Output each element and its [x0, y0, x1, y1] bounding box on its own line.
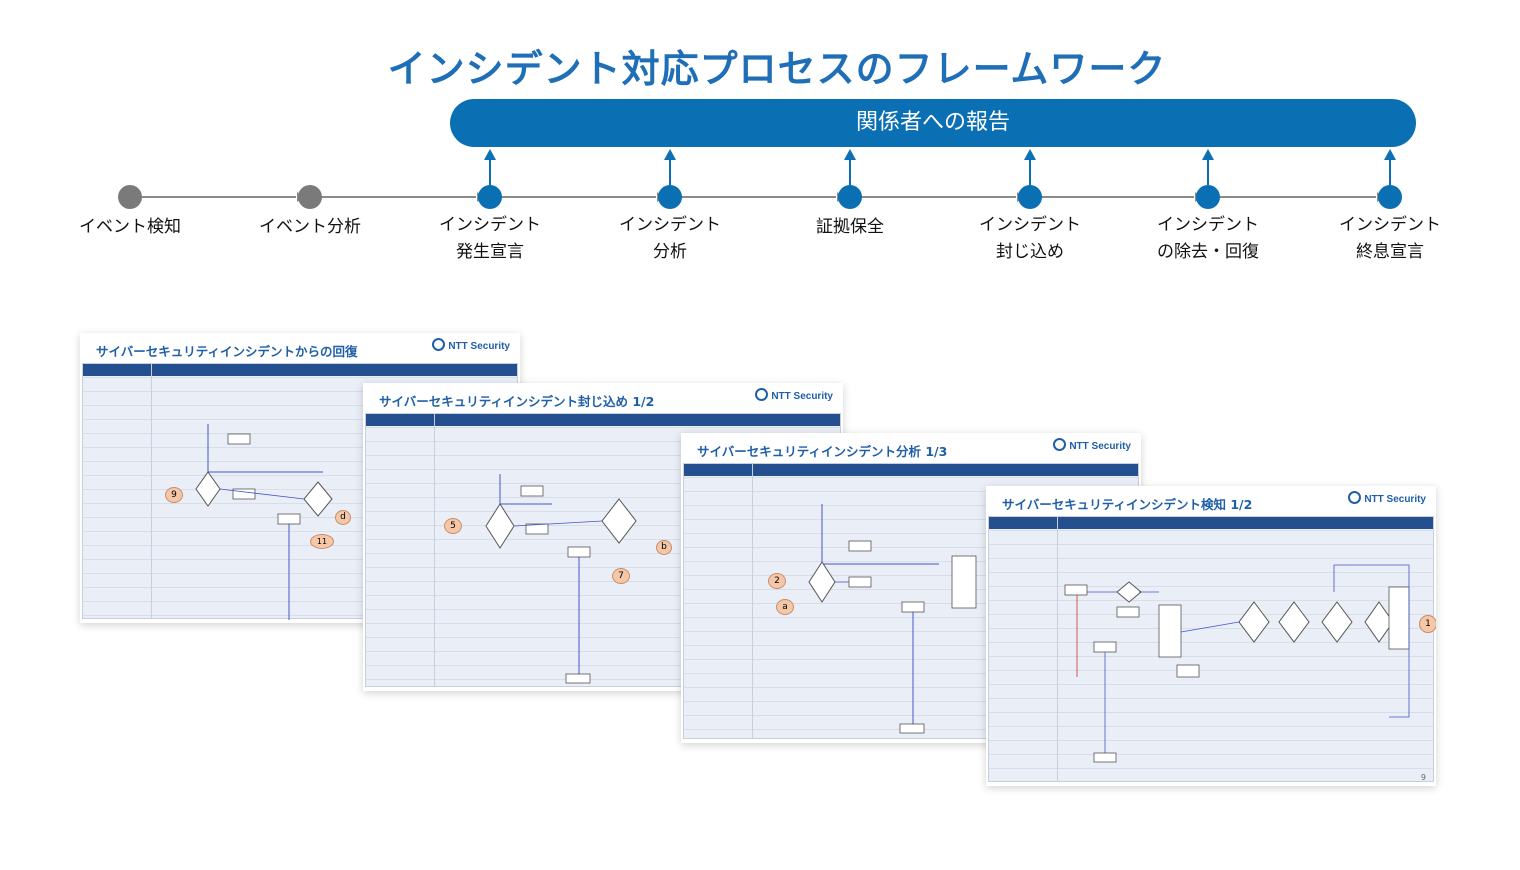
swimlane-grid: 1 — [988, 516, 1436, 782]
page-number: 9 — [1420, 773, 1426, 782]
report-arrowhead — [844, 149, 856, 160]
badge: 9 — [165, 487, 183, 503]
flowchart — [808, 504, 977, 734]
report-arrowhead — [1202, 149, 1214, 160]
badge: d — [335, 510, 351, 525]
timeline-node — [838, 185, 862, 209]
stakeholder-report-banner: 関係者への報告 — [450, 99, 1416, 147]
slide-title: サイバーセキュリティインシデント封じ込め 1/2 — [379, 394, 655, 409]
step-label-line1: イベント分析 — [259, 217, 361, 237]
timeline-node — [298, 185, 322, 209]
step-label-line1: 証拠保全 — [816, 217, 884, 237]
step-label: インシデント封じ込め — [945, 212, 1115, 266]
step-label: インシデント発生宣言 — [405, 212, 575, 266]
badge: b — [656, 540, 672, 555]
timeline-node — [658, 185, 682, 209]
badge: 5 — [444, 518, 462, 534]
timeline-node — [478, 185, 502, 209]
report-arrowhead — [664, 149, 676, 160]
step-label-line2: 終息宣言 — [1356, 242, 1424, 262]
flowchart — [485, 474, 637, 684]
step-label: イベント検知 — [45, 214, 215, 241]
badge: a — [776, 599, 794, 615]
step-label: 証拠保全 — [765, 214, 935, 241]
step-label-line2: の除去・回復 — [1157, 242, 1259, 262]
step-label: インシデント分析 — [585, 212, 755, 266]
ntt-security-logo: NTT Security — [1053, 438, 1131, 452]
badge: 1 — [1419, 615, 1436, 633]
step-label: インシデント終息宣言 — [1305, 212, 1475, 266]
slide-title: サイバーセキュリティインシデントからの回復 — [96, 344, 358, 359]
slide-title: サイバーセキュリティインシデント検知 1/2 — [1002, 497, 1253, 512]
step-label-line2: 発生宣言 — [456, 242, 524, 262]
slide-detection: サイバーセキュリティインシデント検知 1/2 NTT Security 1 9 — [986, 486, 1436, 786]
step-label: イベント分析 — [225, 214, 395, 241]
timeline-node — [1018, 185, 1042, 209]
step-label-line2: 封じ込め — [996, 242, 1064, 262]
badge: 7 — [612, 568, 630, 584]
ntt-security-logo: NTT Security — [1348, 491, 1426, 505]
step-label-line1: インシデント — [979, 215, 1081, 235]
ntt-security-logo: NTT Security — [755, 388, 833, 402]
badge: 11 — [310, 534, 334, 549]
timeline-node — [1378, 185, 1402, 209]
timeline-node — [118, 185, 142, 209]
report-arrowhead — [484, 149, 496, 160]
step-label-line2: 分析 — [653, 242, 687, 262]
ntt-security-logo: NTT Security — [432, 338, 510, 352]
slide-title: サイバーセキュリティインシデント分析 1/3 — [697, 444, 948, 459]
step-label-line1: インシデント — [1339, 215, 1441, 235]
step-label-line1: インシデント — [1157, 215, 1259, 235]
page-title: インシデント対応プロセスのフレームワーク — [387, 47, 1167, 91]
report-arrowhead — [1024, 149, 1036, 160]
flowchart — [1064, 564, 1410, 763]
badge: 2 — [768, 573, 786, 589]
step-label-line1: イベント検知 — [79, 217, 181, 237]
flowchart — [195, 424, 333, 620]
step-label-line1: インシデント — [619, 215, 721, 235]
slide-analysis: サイバーセキュリティインシデント分析 1/3 NTT Security 2 a — [681, 433, 1141, 743]
step-label-line1: インシデント — [439, 215, 541, 235]
timeline-node — [1196, 185, 1220, 209]
timeline — [118, 149, 1402, 209]
step-label: インシデントの除去・回復 — [1123, 212, 1293, 266]
report-arrowhead — [1384, 149, 1396, 160]
